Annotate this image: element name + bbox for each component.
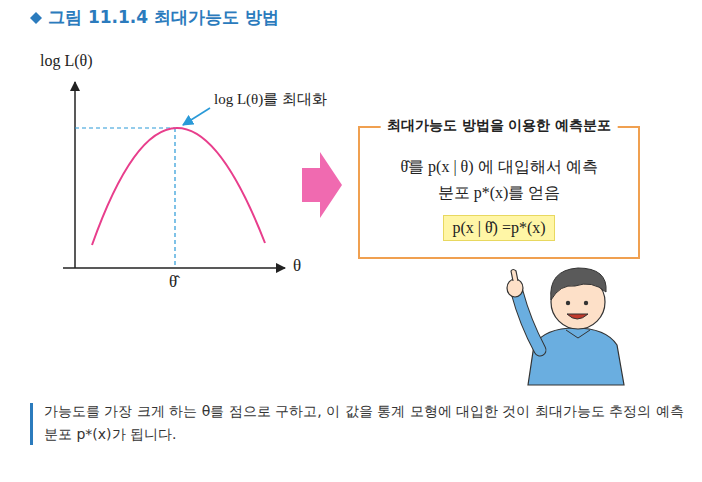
axis-label: log L(θ) — [40, 52, 93, 70]
axis-label: θ — [293, 256, 301, 276]
box-heading: 최대가능도 방법을 이용한 예측분포 — [381, 117, 618, 135]
caption-bar — [30, 403, 33, 445]
y-axis — [74, 82, 76, 268]
formula-text: p(x | θ̂) =p*(x) — [452, 219, 545, 237]
title-diamond — [30, 12, 42, 24]
x-axis — [63, 267, 285, 269]
figure-title: 그림 11.1.4 최대가능도 방법 — [48, 6, 279, 29]
figure-caption: 가능도를 가장 크게 하는 θ를 점으로 구하고, 이 값을 통계 모형에 대입… — [44, 400, 684, 446]
block-arrow — [302, 152, 342, 218]
guide-line — [75, 127, 175, 128]
leader-arrow — [183, 108, 210, 125]
likelihood-curve — [92, 128, 265, 245]
annotation-label: log L(θ)를 최대화 — [214, 90, 327, 109]
formula-box: p(x | θ̂) =p*(x) — [443, 215, 554, 241]
guide-line — [174, 128, 175, 268]
info-box: 최대가능도 방법을 이용한 예측분포θ̂를 p(x | θ) 에 대입해서 예측… — [358, 126, 640, 259]
tick-label: θ̂ — [169, 272, 177, 292]
person-illustration — [507, 268, 624, 385]
box-body: θ̂를 p(x | θ) 에 대입해서 예측분포 p*(x)를 얻음 — [394, 154, 604, 205]
